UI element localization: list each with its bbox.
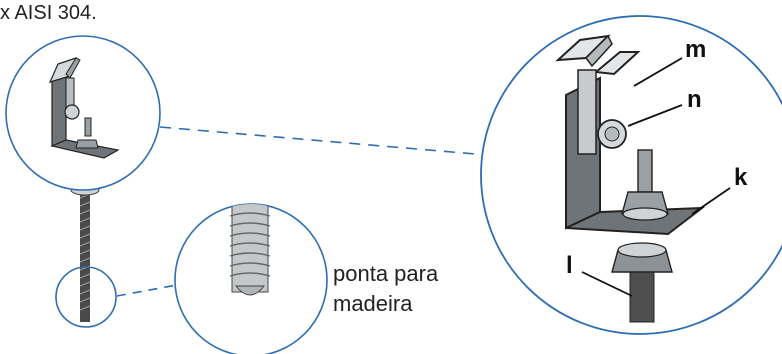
caption-text: x AISI 304. (0, 2, 97, 24)
tip-circle-small (55, 266, 117, 328)
detail-circle-small (5, 35, 161, 191)
callout-line-2: madeira (333, 291, 413, 316)
label-n: n (687, 86, 702, 113)
label-l: l (566, 252, 573, 279)
mini-bracket (48, 57, 120, 159)
connector-line-bottom (116, 283, 183, 297)
full-assembly-small (70, 171, 100, 322)
large-bracket-assembly (555, 34, 706, 323)
callout-line-1: ponta para (333, 261, 439, 286)
label-k: k (734, 164, 748, 191)
rod-small (80, 190, 90, 322)
detail-circle-large (480, 15, 782, 335)
wood-tip-callout: ponta para madeira (333, 259, 438, 319)
leader-lines (581, 57, 731, 297)
wood-tip-detail (174, 203, 328, 354)
connector-line-top (159, 126, 488, 156)
label-m: m (685, 36, 707, 63)
